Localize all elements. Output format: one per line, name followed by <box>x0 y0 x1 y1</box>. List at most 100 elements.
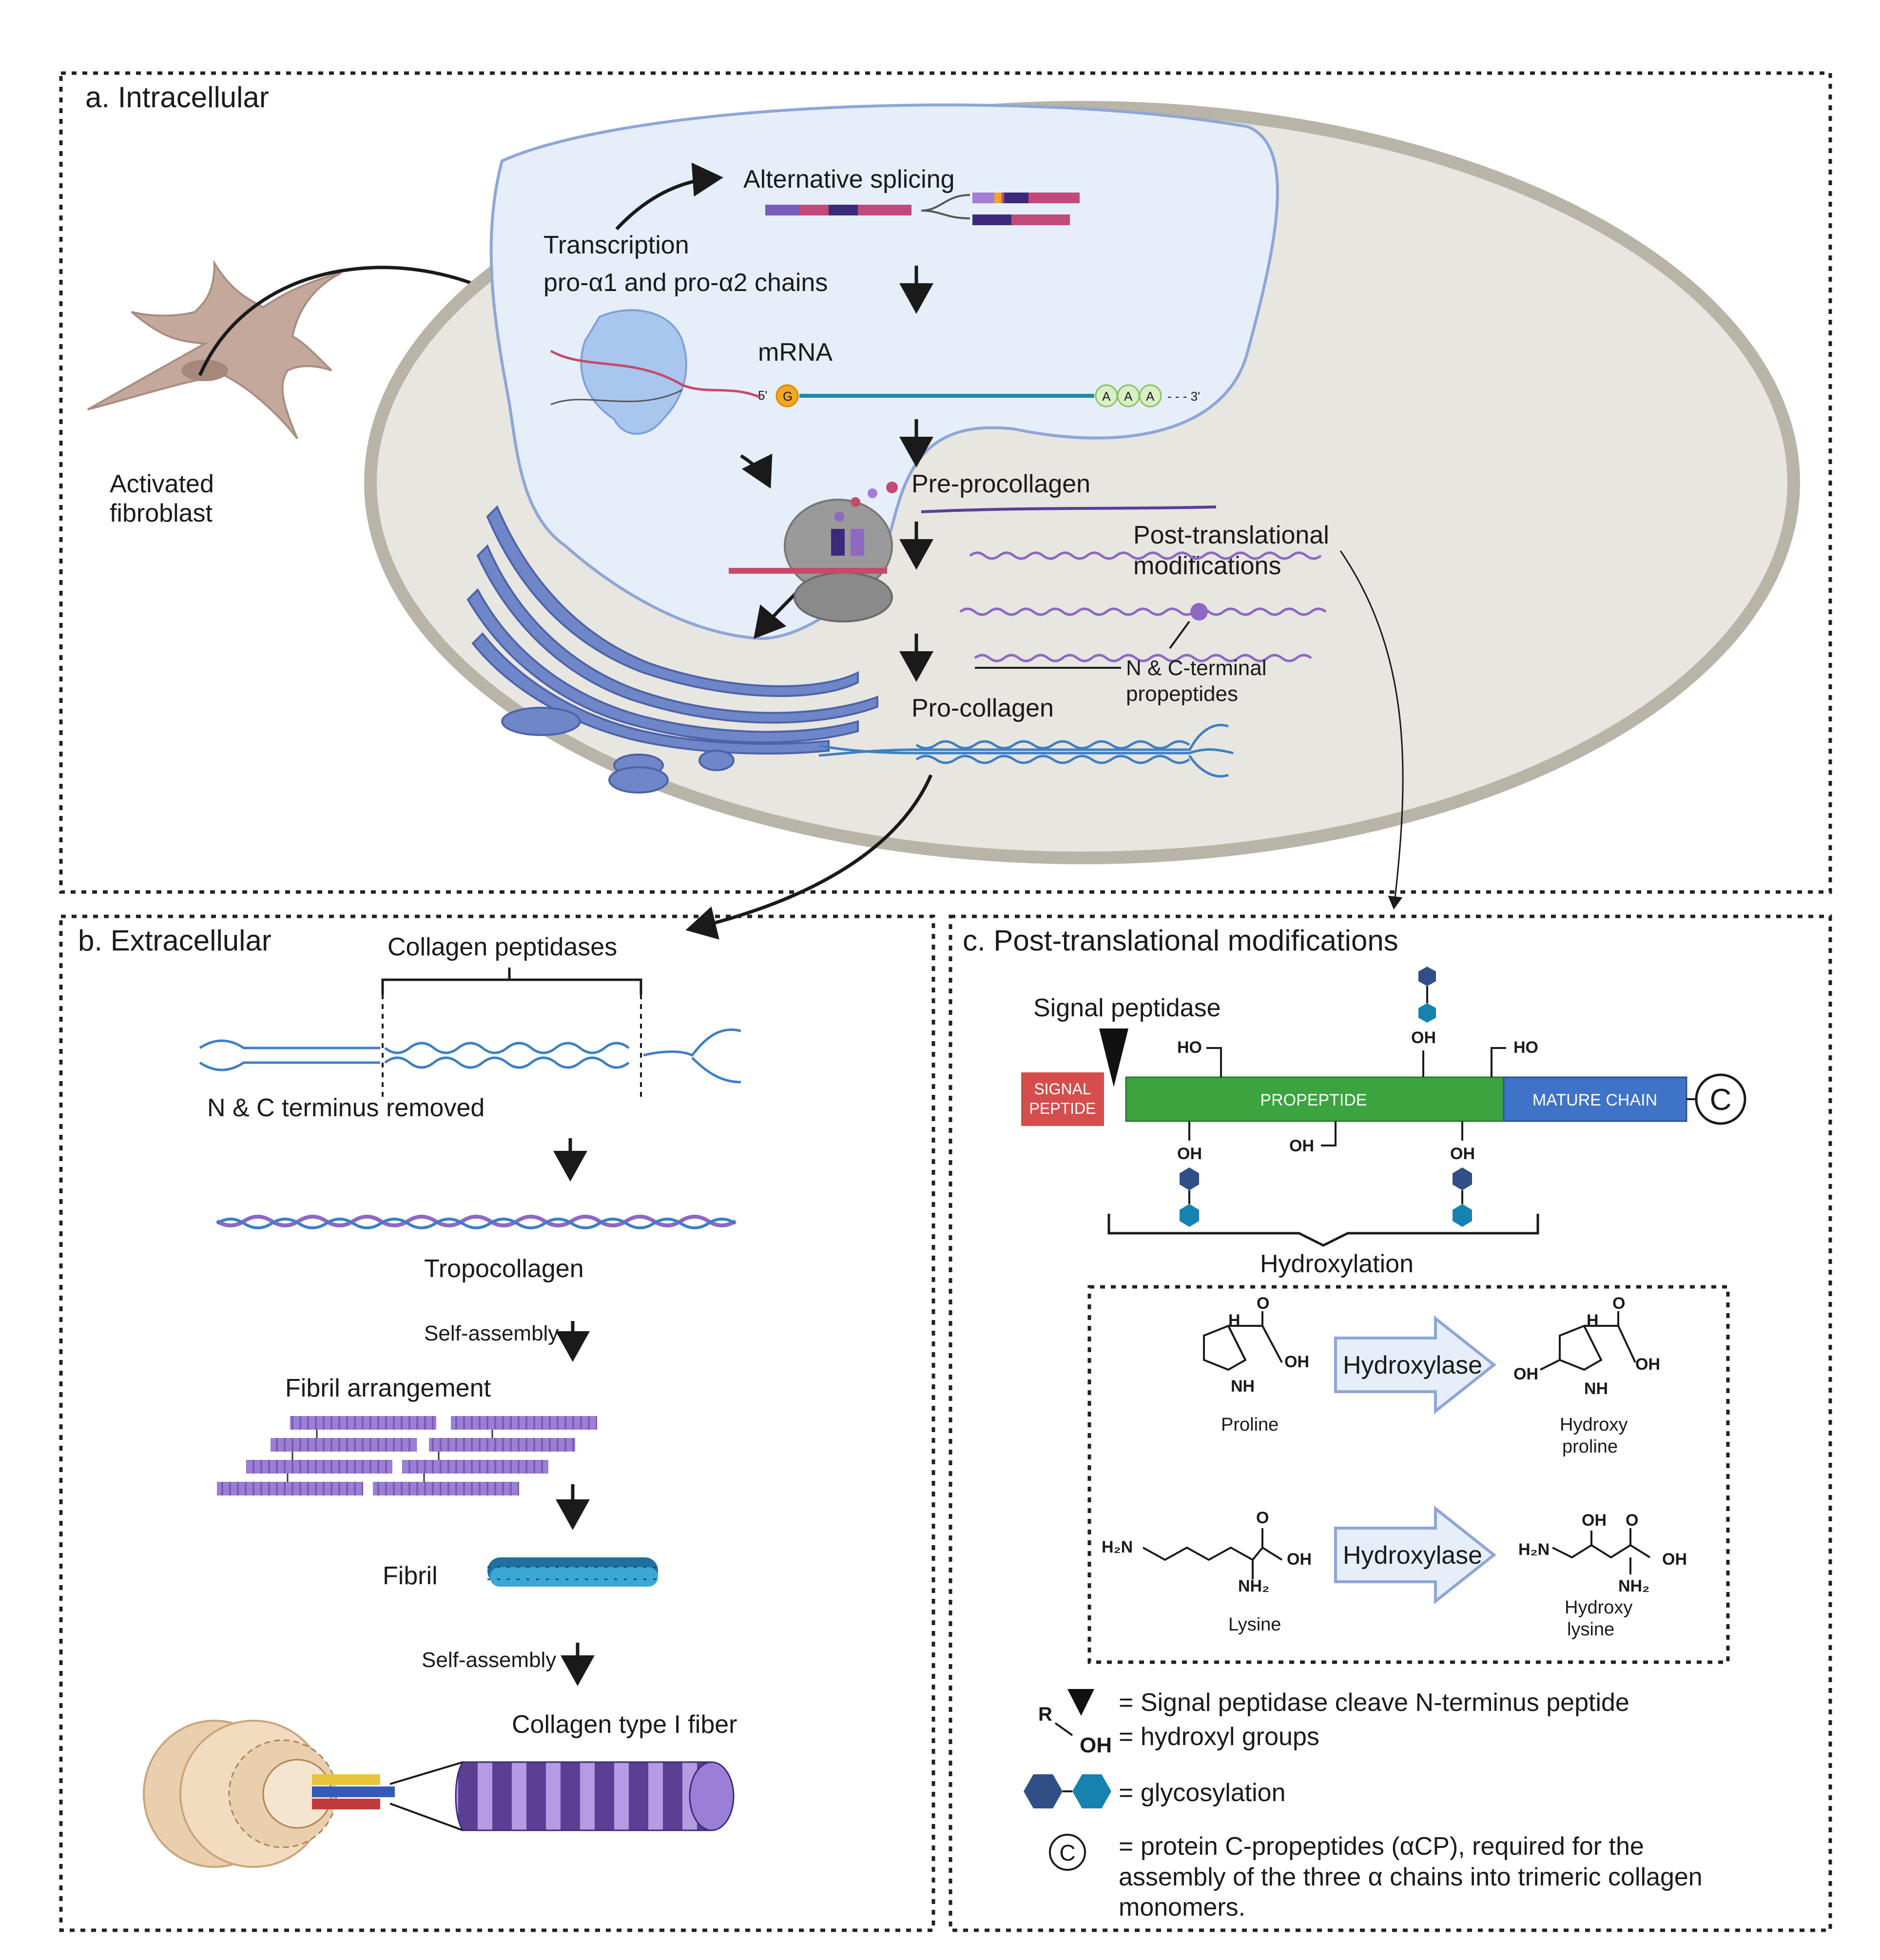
hydroxyproline-nh: NH <box>1584 1379 1608 1398</box>
panel-a: a. Intracellular Activated fibroblast <box>59 71 1832 940</box>
ribosome-transcription <box>550 309 761 435</box>
pre-procollagen-label: Pre-procollagen <box>911 470 1090 498</box>
hydroxyl-bottom-3-label: OH <box>1450 1145 1475 1163</box>
mrna-3-prime: - - - 3' <box>1167 389 1200 404</box>
hydroxylysine-label-2: lysine <box>1567 1619 1614 1640</box>
panel-c: c. Post-translational modifications Sign… <box>949 914 1832 1932</box>
lysine-oh: OH <box>1287 1550 1312 1569</box>
tropocollagen-strand-1 <box>215 1215 737 1227</box>
hydroxyl-top-3 <box>1491 1047 1506 1077</box>
glyco-hex-b3-1 <box>1453 1167 1472 1190</box>
legend-hex-teal <box>1072 1774 1111 1808</box>
hydroxyl-bottom-1-label: OH <box>1177 1145 1202 1163</box>
legend-hydroxyl: = hydroxyl groups <box>1119 1723 1319 1751</box>
poly-a-2: A <box>1124 389 1133 404</box>
procollagen-cleaved <box>199 1028 741 1084</box>
signal-peptidase-label: Signal peptidase <box>1033 994 1221 1022</box>
propeptide-knob <box>1190 603 1208 621</box>
hydroxyproline-oh: OH <box>1635 1355 1660 1374</box>
panel-b: b. Extracellular Collagen peptidases N &… <box>59 914 935 1932</box>
hydroxyproline-label-2: proline <box>1562 1436 1618 1457</box>
proline-h: H <box>1228 1311 1240 1330</box>
transcription-label: Transcription <box>543 231 689 259</box>
fibroblast-to-cell-arrow <box>198 266 518 376</box>
hydroxyl-top-1-label: HO <box>1177 1038 1202 1057</box>
signal-peptide-label-1: SIGNAL <box>1034 1080 1091 1098</box>
panel-c-border <box>949 914 1832 1932</box>
propeptide-leader-2 <box>1169 621 1190 649</box>
hydroxylysine-oh: OH <box>1662 1550 1687 1569</box>
small-arrow-ribosome <box>740 453 773 489</box>
signal-peptide-box <box>1021 1072 1104 1126</box>
ptm-label-1: Post-translational <box>1133 521 1329 549</box>
fibril-arrangement-label: Fibril arrangement <box>285 1374 491 1402</box>
hydroxylation-label: Hydroxylation <box>1260 1250 1414 1278</box>
procollagen-helix <box>818 723 1234 778</box>
hydroxylation-bracket <box>1107 1214 1539 1247</box>
legend-hex-dark <box>1024 1774 1063 1808</box>
alt-splicing-label: Alternative splicing <box>743 165 955 194</box>
lysine-o: O <box>1256 1509 1269 1527</box>
self-assembly-label-2: Self-assembly <box>422 1648 556 1672</box>
fibroblast-nucleus <box>181 360 228 381</box>
ptm-to-panel-c-arrow <box>1339 550 1404 910</box>
ptm-label-2: modifications <box>1133 552 1281 580</box>
signal-peptide-label-2: PEPTIDE <box>1029 1100 1096 1117</box>
tropocollagen-label: Tropocollagen <box>424 1255 584 1283</box>
hydroxylase-arrow-1: Hydroxylase <box>1334 1315 1496 1415</box>
panel-c-title: c. Post-translational modifications <box>963 924 1398 957</box>
hydroxylysine-nh2: NH₂ <box>1618 1577 1649 1595</box>
splicing-transcripts <box>765 193 1080 225</box>
hydroxyl-bottom-2 <box>1321 1121 1337 1146</box>
fiber-label: Collagen type I fiber <box>512 1710 737 1739</box>
proline-structure <box>1203 1311 1283 1371</box>
panel-a-title: a. Intracellular <box>85 81 269 114</box>
translating-ribosome <box>729 482 898 622</box>
terminus-removed-label: N & C terminus removed <box>207 1094 485 1122</box>
legend-glyco: = glycosylation <box>1119 1779 1286 1807</box>
legend-r: R <box>1038 1704 1052 1725</box>
self-assembly-label-1: Self-assembly <box>424 1321 559 1345</box>
legend-oh: OH <box>1080 1733 1112 1757</box>
propeptides-label-1: N & C-terminal <box>1126 656 1267 680</box>
c-propeptide-symbol: C <box>1710 1083 1732 1117</box>
poly-a-1: A <box>1102 389 1111 404</box>
proline-label: Proline <box>1221 1415 1279 1435</box>
glyco-hex-top-1 <box>1418 967 1436 986</box>
glyco-hex-b3-2 <box>1453 1204 1472 1227</box>
glyco-hex-b1-2 <box>1180 1204 1199 1227</box>
fibroblast-label-1: Activated <box>110 470 214 498</box>
procollagen-label: Pro-collagen <box>911 694 1054 722</box>
legend-cprop-3: monomers. <box>1119 1893 1245 1921</box>
glyco-hex-top-2 <box>1418 1003 1436 1023</box>
hydroxylase-label-2: Hydroxylase <box>1343 1541 1482 1570</box>
peptidases-bracket <box>381 968 642 994</box>
propeptide-box <box>1125 1076 1505 1122</box>
legend-cleavage-marker <box>1067 1689 1094 1716</box>
legend-c: C <box>1059 1840 1075 1865</box>
mrna-cap-label: G <box>783 389 793 404</box>
hydroxylysine-h2n: H₂N <box>1518 1540 1550 1559</box>
hydroxyl-top-2-label: OH <box>1411 1029 1436 1047</box>
hydroxyproline-structure <box>1540 1311 1636 1371</box>
hydroxyl-top-3-label: HO <box>1513 1038 1538 1057</box>
hydroxyproline-h: H <box>1587 1311 1599 1330</box>
legend-cprop-2: assembly of the three α chains into trim… <box>1119 1863 1703 1891</box>
mature-chain-box <box>1503 1076 1687 1122</box>
poly-a-tail: A A A <box>1095 384 1162 408</box>
hydroxylase-label-1: Hydroxylase <box>1343 1351 1482 1379</box>
chains-label: pro-α1 and pro-α2 chains <box>543 269 828 297</box>
collagen-fiber-bundle <box>143 1720 735 1868</box>
hydroxyl-bottom-2-label: OH <box>1289 1137 1314 1155</box>
lysine-label: Lysine <box>1228 1614 1281 1635</box>
endoplasmic-reticulum <box>466 505 878 794</box>
proline-oh: OH <box>1284 1353 1309 1371</box>
hydroxylase-arrow-2: Hydroxylase <box>1334 1505 1496 1605</box>
hydroxyl-top-1 <box>1206 1047 1222 1077</box>
mrna-5-prime: 5' <box>758 388 767 403</box>
fibril-label: Fibril <box>383 1562 438 1590</box>
hydroxylysine-oh-side: OH <box>1582 1511 1607 1530</box>
lysine-h2n: H₂N <box>1102 1538 1133 1556</box>
proline-o: O <box>1257 1294 1269 1313</box>
panel-a-border <box>59 71 1832 894</box>
